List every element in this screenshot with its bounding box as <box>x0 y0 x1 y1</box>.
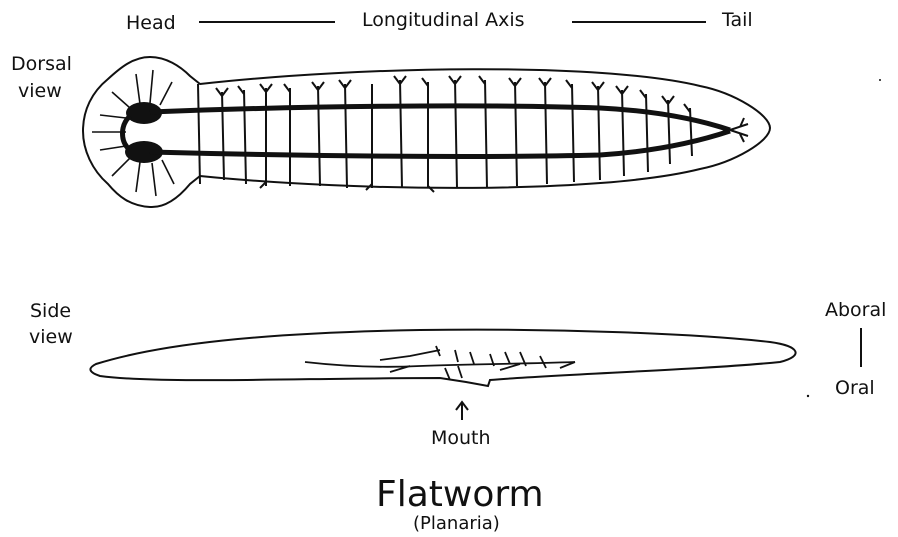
transverse-nerves <box>198 76 748 192</box>
head-nerves <box>92 70 174 196</box>
dorsal-body-outline <box>83 57 770 207</box>
mouth-arrow <box>456 402 468 420</box>
side-body-outline <box>90 330 795 386</box>
nerve-cord-upper <box>150 106 730 130</box>
nerve-cord-lower <box>150 131 730 156</box>
side-nerve-network <box>305 346 575 380</box>
